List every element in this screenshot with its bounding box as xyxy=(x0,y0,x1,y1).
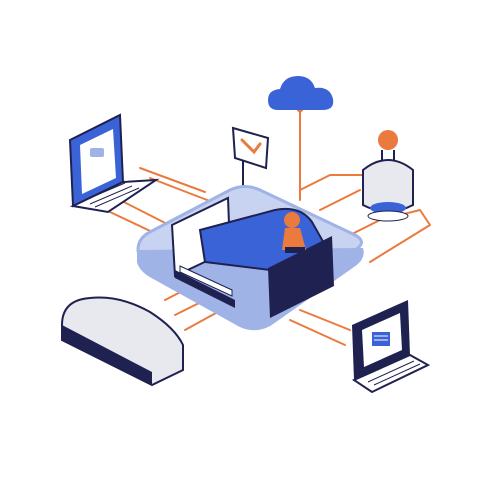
robot-assistant xyxy=(362,130,414,222)
document-icon xyxy=(372,332,390,346)
chat-icon xyxy=(90,148,104,157)
seated-person xyxy=(282,212,306,253)
laptop-right xyxy=(351,300,431,394)
rounded-device xyxy=(61,296,184,387)
connection-lines xyxy=(109,109,431,346)
cloud-icon xyxy=(268,76,334,110)
laptop-left xyxy=(68,113,160,214)
